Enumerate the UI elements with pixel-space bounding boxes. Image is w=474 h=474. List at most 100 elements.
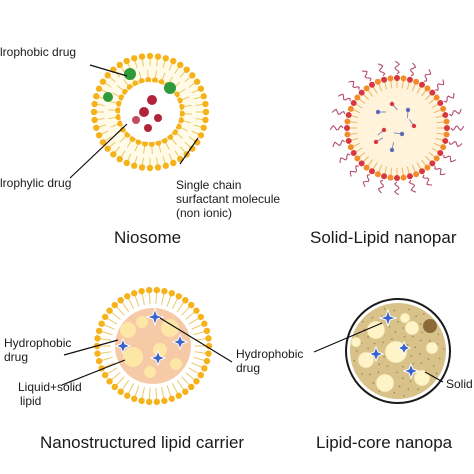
- lcn-drug-particles: [367, 308, 420, 380]
- nlc-shell: [93, 286, 213, 406]
- texture-dot: [383, 307, 386, 310]
- lipid-head: [188, 383, 195, 391]
- hydrophobic-drug-particle: [103, 92, 113, 102]
- texture-dot: [419, 339, 422, 342]
- lipid-head: [104, 72, 111, 79]
- hydrophilic-drug-particle: [144, 124, 152, 132]
- texture-dot: [443, 348, 445, 350]
- hydrophilic-drug-group: [132, 95, 162, 132]
- lipid-head: [193, 307, 200, 314]
- lcn-dark-particle: [423, 319, 437, 333]
- lipid-head: [443, 131, 450, 138]
- lipid-head: [161, 287, 168, 295]
- lipid-head: [424, 85, 431, 92]
- lipid-head: [178, 110, 185, 117]
- lipid-head: [394, 175, 400, 181]
- nlc-lipid-droplets: [120, 316, 182, 378]
- lipid-head: [154, 53, 162, 60]
- lipid-head: [197, 313, 205, 321]
- lipid-droplet: [366, 320, 386, 340]
- lipid-head: [347, 105, 354, 112]
- nlc-drug-label-line2: drug: [236, 361, 261, 375]
- lipid-droplet: [161, 319, 179, 337]
- texture-dot: [378, 363, 380, 365]
- hydrophilic-drug-particle: [139, 107, 149, 117]
- texture-dot: [402, 377, 404, 380]
- nlc-title: Nanostructured lipid carrier: [40, 433, 245, 452]
- peg-chain: [377, 63, 386, 77]
- lipid-droplet: [404, 320, 420, 336]
- lipid-head: [99, 78, 107, 85]
- lipid-head: [344, 118, 351, 125]
- texture-dot: [362, 320, 364, 323]
- inner-lipid-head: [373, 139, 379, 145]
- lipid-head: [201, 320, 208, 327]
- lipid-head: [189, 72, 196, 79]
- lipid-head: [387, 174, 394, 181]
- lipid-head: [95, 327, 103, 335]
- lipid-head: [419, 168, 425, 175]
- peg-chain: [329, 125, 344, 131]
- peg-chain: [408, 179, 417, 193]
- peg-chain: [443, 92, 455, 103]
- hydrophobic-drug-star: [114, 337, 132, 355]
- texture-dot: [393, 391, 396, 394]
- lipid-head: [354, 155, 361, 162]
- lipid-droplet: [350, 336, 362, 348]
- texture-dot: [407, 388, 410, 390]
- lipid-head: [148, 140, 155, 147]
- lipid-head: [175, 392, 182, 399]
- texture-dot: [411, 335, 414, 338]
- texture-dot: [403, 395, 405, 397]
- lipid-head: [345, 112, 352, 119]
- lipid-head: [363, 164, 370, 171]
- lipid-head: [124, 293, 131, 300]
- peg-chain: [434, 166, 446, 176]
- pointer-line: [63, 339, 119, 356]
- nlc-liquid-label-line2: lipid: [20, 394, 42, 408]
- texture-dot: [435, 372, 438, 375]
- lipid-head: [93, 93, 100, 100]
- pointer-line: [69, 123, 128, 179]
- lipid-head: [437, 150, 444, 156]
- lipid-head: [177, 117, 184, 124]
- peg-chain: [339, 153, 351, 164]
- lipid-head: [138, 53, 146, 60]
- lipid-droplet: [357, 351, 375, 369]
- lipid-droplet: [123, 347, 143, 367]
- surfactant-label-line2: surfactant molecule: [176, 192, 281, 206]
- lipid-head: [413, 78, 420, 85]
- lipid-droplet: [136, 316, 148, 328]
- sln-core: [349, 80, 445, 176]
- lipid-head: [138, 287, 145, 295]
- lipid-head: [363, 85, 370, 92]
- lipid-head: [101, 371, 109, 379]
- lipid-head: [443, 118, 450, 125]
- lipid-head: [131, 55, 138, 62]
- surfactant-label-line3: (non ionic): [176, 206, 233, 220]
- texture-dot: [393, 309, 396, 312]
- nlc-diagram: [61, 286, 233, 406]
- lipid-head: [162, 162, 169, 169]
- lipid-head: [115, 107, 122, 114]
- lipid-head: [117, 388, 124, 395]
- lipid-head: [400, 174, 407, 181]
- texture-dot: [356, 335, 358, 337]
- peg-chain: [362, 174, 371, 188]
- lipid-head: [202, 108, 210, 116]
- pointer-line: [424, 371, 444, 383]
- texture-dot: [419, 353, 422, 355]
- surfactant-label-line1: Single chain: [176, 178, 242, 192]
- hydrophobic-drug-particle: [164, 82, 176, 94]
- inner-lipid-head: [399, 131, 405, 137]
- lipid-head: [345, 137, 352, 144]
- niosome-inner-layer: [108, 70, 192, 154]
- texture-dot: [367, 336, 369, 338]
- pointer-line: [179, 137, 199, 165]
- texture-dot: [388, 325, 390, 328]
- niosome-aqueous-core: [120, 82, 180, 142]
- texture-dot: [367, 347, 369, 350]
- lipid-head: [153, 286, 161, 294]
- lipid-head: [374, 171, 381, 178]
